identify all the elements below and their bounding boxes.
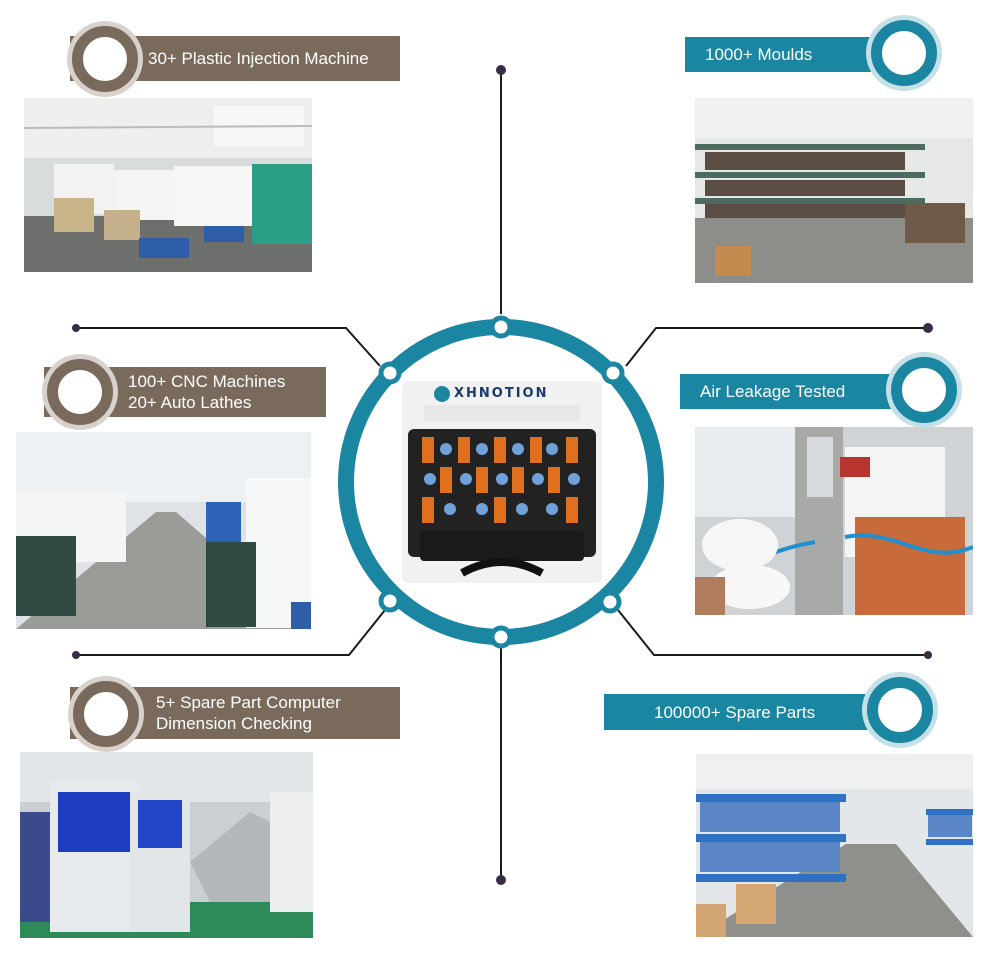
- product-kit-image: XHNOTION: [402, 381, 602, 583]
- label-air-leakage: Air Leakage Tested: [680, 374, 915, 409]
- label-line: 100000+ Spare Parts: [654, 702, 816, 722]
- connector-lines: [76, 70, 928, 880]
- connector-lower-left: [76, 609, 386, 656]
- brand-name: XHNOTION: [454, 386, 549, 401]
- label-spare-parts: 100000+ Spare Parts: [604, 694, 904, 730]
- photo-injection-machines: [24, 98, 312, 272]
- connector-upper-left: [76, 327, 381, 367]
- label-line: Dimension Checking: [156, 714, 312, 733]
- brand-logo-icon: [434, 386, 450, 402]
- label-moulds: 1000+ Moulds: [685, 37, 905, 72]
- ring-icon: [867, 677, 933, 743]
- label-line: Air Leakage Tested: [700, 382, 846, 401]
- photo-air-leakage: [695, 427, 973, 615]
- label-line: 1000+ Moulds: [705, 45, 813, 64]
- label-injection-machines: 30+ Plastic Injection Machine: [70, 36, 400, 81]
- photo-dimension-checking: [20, 752, 313, 938]
- label-line: 20+ Auto Lathes: [128, 393, 252, 412]
- ring-icon: [47, 359, 113, 425]
- ring-icon: [871, 20, 937, 86]
- photo-cnc-machines: [16, 432, 311, 629]
- label-line: 30+ Plastic Injection Machine: [148, 49, 369, 68]
- connector-end-dots: [72, 65, 933, 885]
- connector-lower-right: [617, 609, 928, 656]
- ring-icon: [72, 26, 138, 92]
- label-line: 100+ CNC Machines: [128, 372, 286, 391]
- ring-nodes: [378, 315, 625, 649]
- photo-spare-parts: [696, 754, 973, 937]
- ring-icon: [73, 681, 139, 747]
- connector-upper-right: [625, 327, 928, 367]
- ring-icon: [891, 357, 957, 423]
- label-line: 5+ Spare Part Computer: [156, 693, 341, 712]
- photo-moulds: [695, 98, 973, 283]
